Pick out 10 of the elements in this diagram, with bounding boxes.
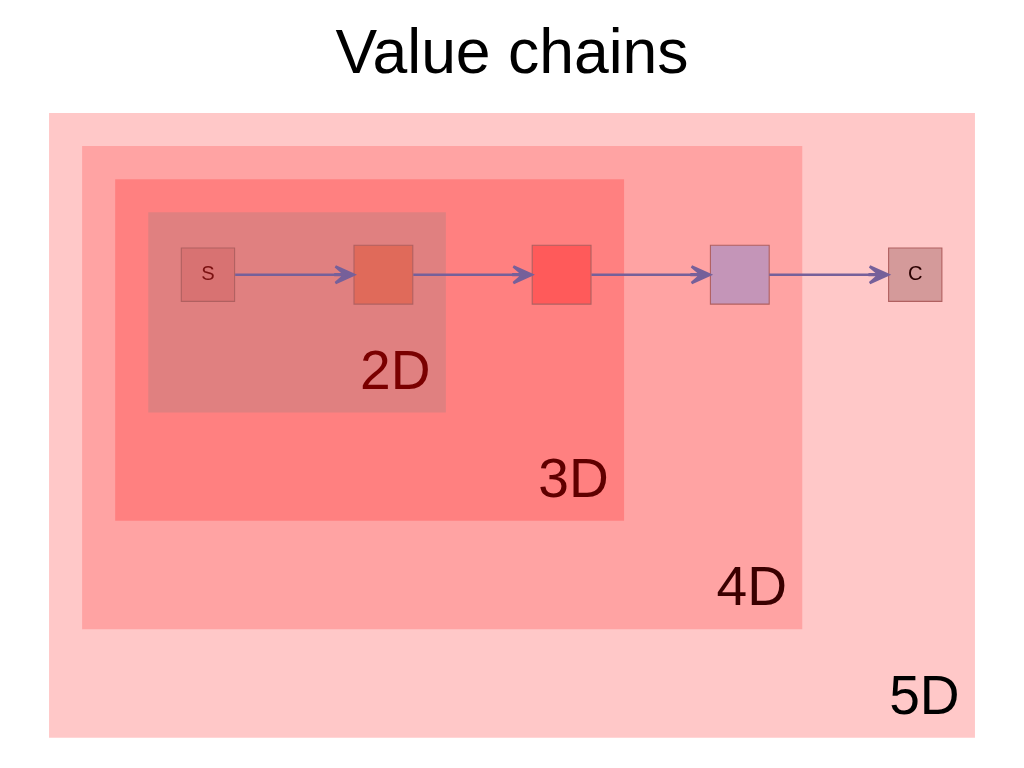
arrow bbox=[413, 265, 534, 285]
node-box bbox=[531, 244, 592, 305]
node-box: S bbox=[180, 247, 236, 302]
node-box bbox=[353, 244, 414, 305]
diagram-title: Value chains bbox=[335, 15, 689, 86]
arrow bbox=[769, 265, 890, 285]
arrow bbox=[591, 265, 712, 285]
node-box bbox=[709, 244, 770, 305]
node-box: C bbox=[888, 247, 943, 302]
arrow bbox=[235, 265, 356, 285]
